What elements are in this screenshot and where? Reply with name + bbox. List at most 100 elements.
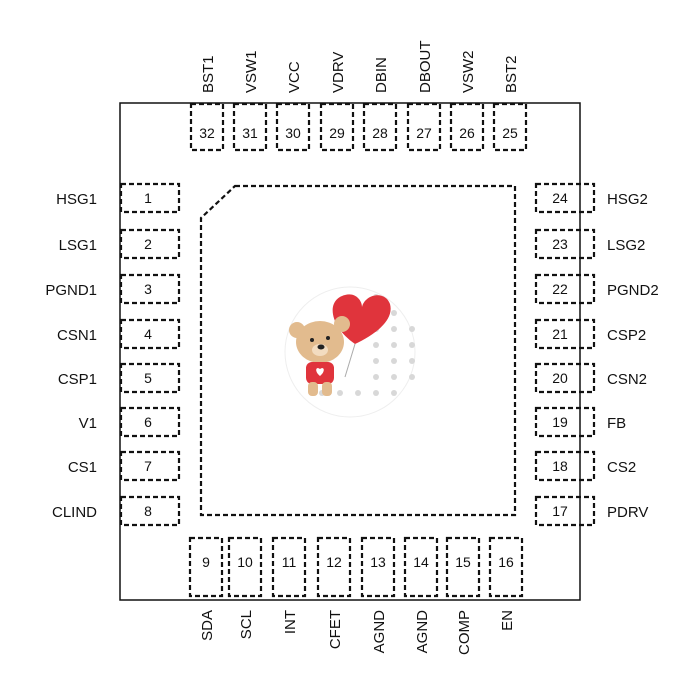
pin-number: 5 bbox=[144, 370, 152, 386]
pin-pad-23 bbox=[534, 228, 596, 260]
pin-label-pgnd2: PGND2 bbox=[607, 282, 659, 299]
pin-number: 21 bbox=[552, 326, 568, 342]
pin-number: 12 bbox=[326, 554, 342, 570]
pin-label-cs2: CS2 bbox=[607, 459, 636, 476]
pin-pad-32 bbox=[189, 102, 225, 152]
pin-pad-22 bbox=[534, 273, 596, 305]
pin-pad-5 bbox=[119, 362, 181, 394]
pin-label-dbin: DBIN bbox=[373, 57, 390, 93]
pin-number: 3 bbox=[144, 281, 152, 297]
pin-label-v1: V1 bbox=[79, 415, 97, 432]
pin-pad-11 bbox=[271, 536, 307, 598]
dot bbox=[337, 390, 343, 396]
pin-number: 19 bbox=[552, 414, 568, 430]
pin-number: 11 bbox=[282, 554, 297, 570]
pin-number: 14 bbox=[413, 554, 429, 570]
pin-pad-10 bbox=[227, 536, 263, 598]
pin-label-bst2: BST2 bbox=[503, 55, 520, 93]
pin-pad-18 bbox=[534, 450, 596, 482]
pin-number: 32 bbox=[199, 125, 215, 141]
pin-number: 25 bbox=[502, 125, 518, 141]
pin-label-agnd: AGND bbox=[414, 610, 431, 654]
dot bbox=[409, 374, 415, 380]
pin-label-csp2: CSP2 bbox=[607, 327, 646, 344]
exposed-pad bbox=[199, 184, 517, 517]
pin-pad-20 bbox=[534, 362, 596, 394]
pin-pad-8 bbox=[119, 495, 181, 527]
pin-pad-14 bbox=[403, 536, 439, 598]
teddy-bear bbox=[289, 316, 350, 396]
pin-number: 30 bbox=[285, 125, 301, 141]
pin-pad-13 bbox=[360, 536, 396, 598]
pin-number: 13 bbox=[370, 554, 386, 570]
pin-pad-25 bbox=[492, 102, 528, 152]
pin-pad-16 bbox=[488, 536, 524, 598]
pin-label-fb: FB bbox=[607, 415, 626, 432]
pin-number: 1 bbox=[144, 190, 152, 206]
pin-pad-4 bbox=[119, 318, 181, 350]
pin-number: 26 bbox=[459, 125, 475, 141]
dot bbox=[391, 342, 397, 348]
pin-pad-7 bbox=[119, 450, 181, 482]
pin-pad-12 bbox=[316, 536, 352, 598]
dot bbox=[409, 342, 415, 348]
pin-pad-24 bbox=[534, 182, 596, 214]
pin-number: 7 bbox=[144, 458, 152, 474]
pin-number: 17 bbox=[552, 503, 568, 519]
pin-label-vsw2: VSW2 bbox=[460, 50, 477, 93]
pin-pad-3 bbox=[119, 273, 181, 305]
pin-label-pdrv: PDRV bbox=[607, 504, 648, 521]
pin-label-cfet: CFET bbox=[327, 610, 344, 649]
heart-balloon bbox=[332, 294, 391, 344]
pin-number: 22 bbox=[552, 281, 568, 297]
pin-label-vsw1: VSW1 bbox=[243, 50, 260, 93]
pin-label-scl: SCL bbox=[238, 610, 255, 639]
dot bbox=[391, 310, 397, 316]
pin-number: 27 bbox=[416, 125, 432, 141]
center-illustration bbox=[284, 286, 416, 418]
pin-label-cs1: CS1 bbox=[68, 459, 97, 476]
pin-number: 28 bbox=[372, 125, 388, 141]
pin-label-lsg1: LSG1 bbox=[59, 237, 97, 254]
pin-pad-6 bbox=[119, 406, 181, 438]
pin-label-csp1: CSP1 bbox=[58, 371, 97, 388]
pin-label-csn1: CSN1 bbox=[57, 327, 97, 344]
pin-label-int: INT bbox=[282, 610, 299, 634]
pin-pad-17 bbox=[534, 495, 596, 527]
pin-number: 10 bbox=[237, 554, 253, 570]
pin-label-dbout: DBOUT bbox=[417, 41, 434, 94]
dot bbox=[373, 374, 379, 380]
pin-label-hsg1: HSG1 bbox=[56, 191, 97, 208]
pin-pad-21 bbox=[534, 318, 596, 350]
pin-label-csn2: CSN2 bbox=[607, 371, 647, 388]
dot bbox=[391, 374, 397, 380]
pin-label-sda: SDA bbox=[199, 610, 216, 641]
pin-number: 20 bbox=[552, 370, 568, 386]
pin-number: 29 bbox=[329, 125, 345, 141]
pin-label-vcc: VCC bbox=[286, 61, 303, 93]
pin-number: 16 bbox=[498, 554, 514, 570]
pin-label-bst1: BST1 bbox=[200, 55, 217, 93]
pin-pad-2 bbox=[119, 228, 181, 260]
pin-pad-27 bbox=[406, 102, 442, 152]
pin-number: 23 bbox=[552, 236, 568, 252]
pin-number: 31 bbox=[242, 125, 258, 141]
pin-label-lsg2: LSG2 bbox=[607, 237, 645, 254]
pin-number: 9 bbox=[202, 554, 210, 570]
dot bbox=[355, 390, 361, 396]
dot bbox=[373, 342, 379, 348]
pin-pad-15 bbox=[445, 536, 481, 598]
pin-pad-29 bbox=[319, 102, 355, 152]
pin-number: 8 bbox=[144, 503, 152, 519]
dot bbox=[373, 390, 379, 396]
pin-pad-19 bbox=[534, 406, 596, 438]
dot bbox=[391, 358, 397, 364]
dot bbox=[409, 358, 415, 364]
pin-pad-28 bbox=[362, 102, 398, 152]
pin-pad-1 bbox=[119, 182, 181, 214]
pin-label-vdrv: VDRV bbox=[330, 52, 347, 93]
pin-pad-26 bbox=[449, 102, 485, 152]
dot bbox=[391, 390, 397, 396]
pin-number: 18 bbox=[552, 458, 568, 474]
